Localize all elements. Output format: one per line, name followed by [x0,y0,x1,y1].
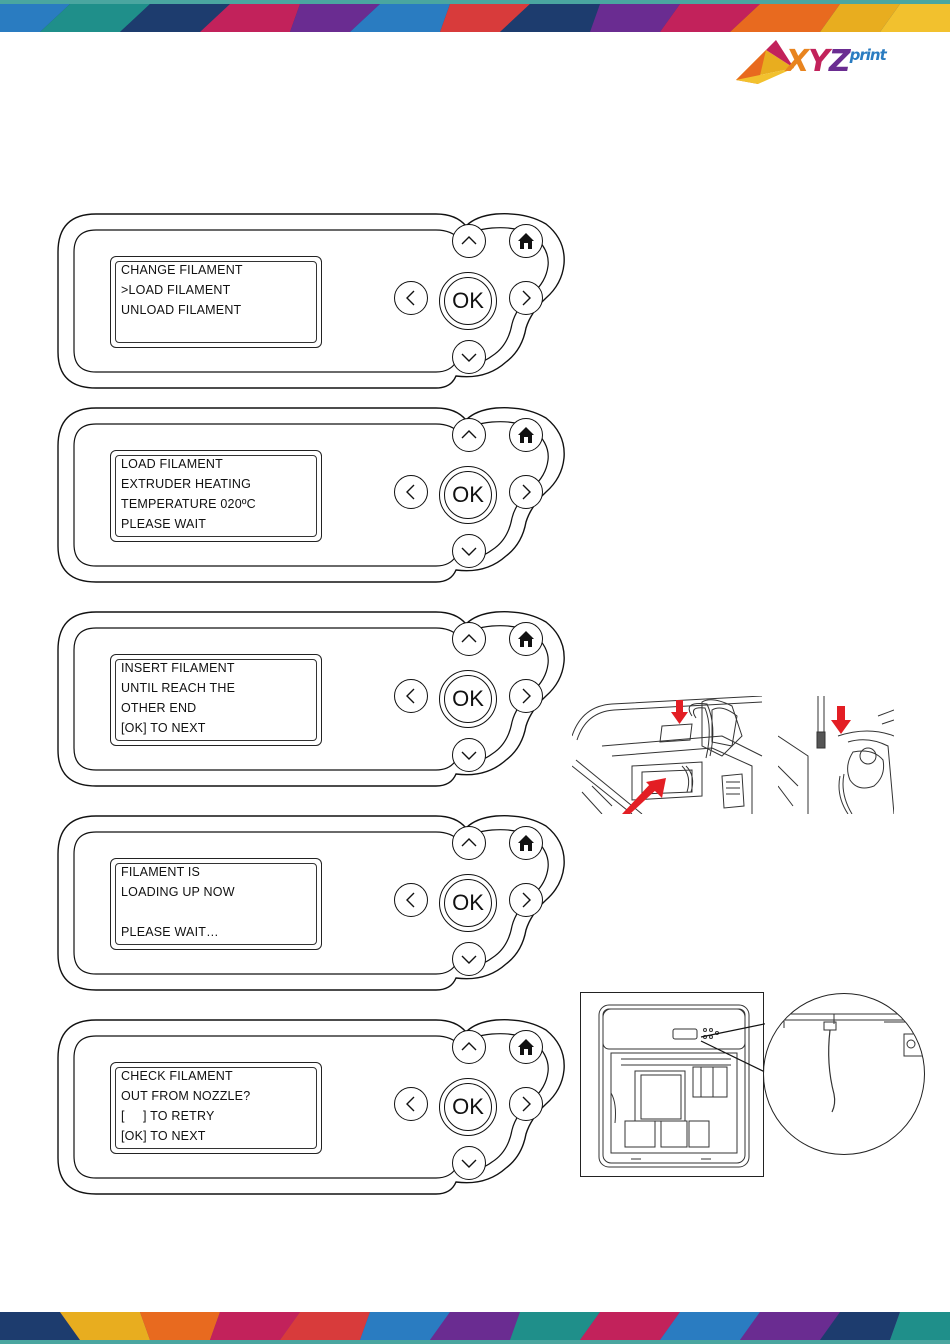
down-button[interactable] [452,1146,486,1180]
ok-button[interactable]: OK [444,675,492,723]
right-button[interactable] [509,679,543,713]
chevron-left-icon [400,1093,422,1115]
lcd-line-1: CHANGE FILAMENT [121,263,243,277]
printer-front-illustration [580,992,764,1177]
lcd-line-4: [OK] TO NEXT [121,721,206,735]
ok-label: OK [452,1094,484,1120]
lcd-line-1: INSERT FILAMENT [121,661,235,675]
chevron-left-icon [400,889,422,911]
lcd-screen: FILAMENT IS LOADING UP NOW PLEASE WAIT… [110,858,322,950]
right-button[interactable] [509,1087,543,1121]
chevron-left-icon [400,685,422,707]
lcd-line-1: LOAD FILAMENT [121,457,223,471]
right-button[interactable] [509,883,543,917]
home-icon [515,832,537,854]
chevron-down-icon [458,346,480,368]
left-button[interactable] [394,883,428,917]
home-icon [515,1036,537,1058]
chevron-left-icon [400,287,422,309]
lcd-line-4: [OK] TO NEXT [121,1129,206,1143]
right-button[interactable] [509,475,543,509]
red-arrow-up-right-icon [622,778,666,814]
home-button[interactable] [509,224,543,258]
lcd-line-3: OTHER END [121,701,196,715]
chevron-up-icon [458,832,480,854]
chevron-right-icon [515,287,537,309]
down-button[interactable] [452,738,486,772]
lcd-line-2: EXTRUDER HEATING [121,477,251,491]
red-arrow-down-icon [671,700,688,724]
xyzprinting-logo: XYZprint [736,36,896,92]
control-panel-4: FILAMENT IS LOADING UP NOW PLEASE WAIT… OK [56,814,571,992]
ok-label: OK [452,288,484,314]
chevron-left-icon [400,481,422,503]
chevron-right-icon [515,685,537,707]
lcd-line-2: UNTIL REACH THE [121,681,235,695]
ok-button[interactable]: OK [444,277,492,325]
chevron-up-icon [458,628,480,650]
lcd-line-3: [ ] TO RETRY [121,1109,215,1123]
lcd-screen: CHECK FILAMENT OUT FROM NOZZLE? [ ] TO RET… [110,1062,322,1154]
home-icon [515,628,537,650]
chevron-down-icon [458,948,480,970]
logo-wordmark: XYZprint [786,44,886,79]
control-panel-3: INSERT FILAMENT UNTIL REACH THE OTHER END [… [56,610,571,788]
chevron-right-icon [515,889,537,911]
home-icon [515,424,537,446]
lcd-screen: CHANGE FILAMENT >LOAD FILAMENT UNLOAD FILA… [110,256,322,348]
lcd-screen: LOAD FILAMENT EXTRUDER HEATING TEMPERATURE… [110,450,322,542]
home-button[interactable] [509,418,543,452]
up-button[interactable] [452,826,486,860]
chevron-down-icon [458,744,480,766]
lcd-line-2: OUT FROM NOZZLE? [121,1089,250,1103]
home-button[interactable] [509,1030,543,1064]
left-button[interactable] [394,475,428,509]
right-button[interactable] [509,281,543,315]
printer-interior-illustration [572,696,768,814]
up-button[interactable] [452,622,486,656]
up-button[interactable] [452,224,486,258]
lcd-line-4: PLEASE WAIT [121,517,206,531]
extruder-closeup-illustration [778,696,894,814]
lcd-line-4: PLEASE WAIT… [121,925,219,939]
up-button[interactable] [452,418,486,452]
home-button[interactable] [509,826,543,860]
up-button[interactable] [452,1030,486,1064]
lcd-line-1: CHECK FILAMENT [121,1069,233,1083]
bottom-color-band [0,1312,950,1344]
ok-label: OK [452,686,484,712]
lcd-screen: INSERT FILAMENT UNTIL REACH THE OTHER END [… [110,654,322,746]
ok-button[interactable]: OK [444,1083,492,1131]
top-color-band [0,0,950,32]
control-panel-2: LOAD FILAMENT EXTRUDER HEATING TEMPERATURE… [56,406,571,584]
red-arrow-down-icon [831,706,851,734]
control-panel-1: CHANGE FILAMENT >LOAD FILAMENT UNLOAD FILA… [56,212,571,390]
lcd-line-2: LOADING UP NOW [121,885,235,899]
lcd-line-3: TEMPERATURE 020ºC [121,497,256,511]
home-button[interactable] [509,622,543,656]
home-icon [515,230,537,252]
ok-button[interactable]: OK [444,471,492,519]
chevron-up-icon [458,424,480,446]
left-button[interactable] [394,1087,428,1121]
control-panel-5: CHECK FILAMENT OUT FROM NOZZLE? [ ] TO RET… [56,1018,571,1196]
chevron-right-icon [515,481,537,503]
lcd-line-2: >LOAD FILAMENT [121,283,230,297]
down-button[interactable] [452,942,486,976]
left-button[interactable] [394,281,428,315]
ok-label: OK [452,482,484,508]
lcd-line-1: FILAMENT IS [121,865,200,879]
ok-button[interactable]: OK [444,879,492,927]
ok-label: OK [452,890,484,916]
chevron-up-icon [458,1036,480,1058]
down-button[interactable] [452,340,486,374]
nozzle-zoom-circle [763,993,925,1155]
chevron-down-icon [458,1152,480,1174]
chevron-right-icon [515,1093,537,1115]
down-button[interactable] [452,534,486,568]
lcd-line-3: UNLOAD FILAMENT [121,303,241,317]
chevron-up-icon [458,230,480,252]
chevron-down-icon [458,540,480,562]
left-button[interactable] [394,679,428,713]
